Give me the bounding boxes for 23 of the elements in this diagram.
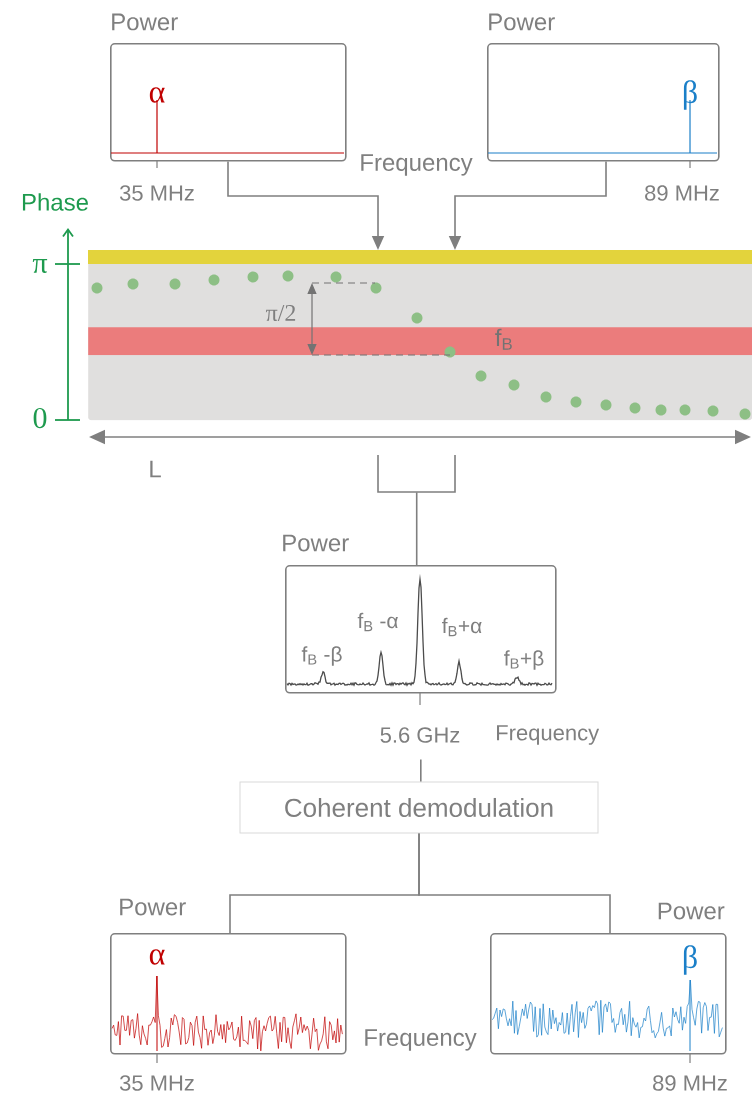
tick-label: 89 MHz: [645, 185, 719, 201]
tick-label: 35 MHz: [119, 1075, 194, 1091]
tick-label: 35 MHz: [119, 185, 194, 201]
axis-label: Power: [120, 898, 186, 916]
axis-label: Power: [489, 13, 555, 31]
axis-label: Power: [283, 534, 349, 552]
axis-label: Frequency: [365, 1029, 477, 1051]
axis-label: Power: [112, 13, 178, 31]
tick-label: π: [32, 258, 48, 274]
connector: [415, 491, 418, 566]
tick-label: 5.6 GHz: [380, 727, 460, 743]
length-label: L: [150, 460, 161, 478]
process-box: Coherent demodulation: [239, 781, 599, 834]
bracket: [377, 454, 456, 493]
tick-label: 0: [33, 407, 47, 429]
connector: [418, 832, 611, 934]
axis-label: Frequency: [497, 725, 600, 745]
connector: [420, 758, 422, 783]
band-label: f$_{B}$: [495, 328, 512, 350]
axis-label: Power: [658, 902, 725, 920]
axis-label: Frequency: [361, 154, 473, 176]
axis-label: Phase: [22, 193, 88, 211]
tick-label: 89 MHz: [653, 1075, 727, 1091]
